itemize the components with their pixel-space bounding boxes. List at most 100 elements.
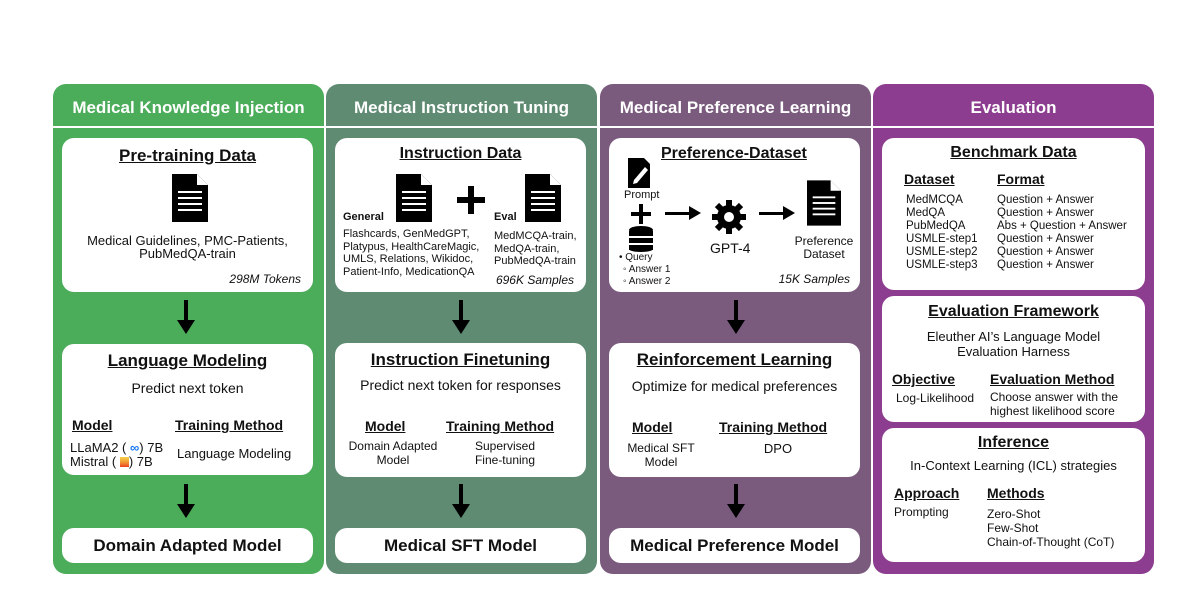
card-title: Instruction Data: [399, 145, 522, 162]
evaluation-method-header: Evaluation Method: [990, 371, 1115, 387]
training-method-value: Language Modeling: [177, 446, 292, 461]
training-method-header: Training Method: [446, 418, 555, 434]
divider: [600, 126, 871, 128]
card-title: Reinforcement Learning: [636, 350, 833, 369]
method-item: Zero-Shot: [987, 507, 1041, 521]
source-line: Flashcards, GenMedGPT,: [343, 228, 470, 240]
edit-document-icon: [628, 158, 650, 188]
dataset-cell: USMLE-step1: [906, 233, 978, 245]
divider: [326, 126, 597, 128]
preference-dataset-card: Preference-Dataset Prompt • Query ◦ Answ…: [609, 138, 860, 292]
training-method-value: DPO: [763, 441, 793, 456]
approach-header: Approach: [894, 485, 960, 501]
label-line: Dataset: [803, 247, 845, 261]
column-title: Medical Instruction Tuning: [353, 98, 569, 117]
training-method-value: Supervised Fine-tuning: [453, 439, 557, 467]
source-line: MedQA-train,: [494, 242, 560, 255]
output-model: Medical Preference Model: [630, 536, 839, 555]
card-subtitle: Optimize for medical preferences: [631, 378, 838, 394]
instruction-data-card: Instruction Data General Eval Flashcards…: [335, 138, 586, 292]
evaluation-method-value: Choose answer with the highest likelihoo…: [990, 390, 1119, 418]
right-arrow-icon: [759, 206, 795, 220]
card-subtitle: Predict next token for responses: [360, 377, 561, 393]
pretraining-data-card: Pre-training Data Medical Guidelines, PM…: [62, 138, 313, 292]
plus-icon: [457, 186, 485, 214]
dataset-cell: USMLE-step2: [906, 246, 978, 258]
source-line: Platypus, HealthCareMagic,: [343, 240, 480, 253]
gpt-label: GPT-4: [710, 240, 751, 256]
model-llama: LLaMA2 ( ∞) 7B: [70, 440, 164, 455]
column-knowledge-injection: Medical Knowledge Injection Pre-training…: [53, 84, 324, 574]
down-arrow-icon: [177, 484, 195, 518]
dataset-cell: PubMedQA: [906, 220, 966, 232]
source-line: MedMCQA-train,: [494, 230, 577, 242]
document-icon: [525, 174, 561, 222]
dataset-cell: MedQA: [906, 207, 945, 219]
approach-value: Prompting: [894, 505, 949, 519]
inference-card: Inference In-Context Learning (ICL) stra…: [882, 428, 1145, 562]
output-model-card: Medical SFT Model: [335, 528, 586, 563]
model-size: 7B: [147, 440, 164, 455]
source-line: PubMedQA-train: [494, 255, 576, 267]
down-arrow-icon: [727, 300, 745, 334]
reinforcement-learning-card: Reinforcement Learning Optimize for medi…: [609, 343, 860, 477]
framework-name: Eleuther AI’s Language Model: [926, 329, 1101, 344]
divider: [873, 126, 1154, 128]
dataset-cell: USMLE-step3: [906, 259, 978, 271]
model-value: Medical SFT Model: [611, 441, 711, 469]
instruction-finetuning-card: Instruction Finetuning Predict next toke…: [335, 343, 586, 477]
language-modeling-card: Language Modeling Predict next token Mod…: [62, 344, 313, 475]
gear-icon: [712, 200, 746, 234]
format-header: Format: [997, 171, 1045, 187]
evaluation-framework-card: Evaluation Framework Eleuther AI’s Langu…: [882, 296, 1145, 422]
column-evaluation: Evaluation Benchmark Data Dataset Format…: [873, 84, 1154, 574]
prompt-label: Prompt: [624, 189, 660, 201]
model-name: Mistral (: [70, 454, 117, 469]
objective-header: Objective: [892, 371, 956, 387]
query-list: • Query ◦ Answer 1 ◦ Answer 2: [619, 252, 670, 288]
card-title: Language Modeling: [107, 351, 268, 370]
card-title: Pre-training Data: [119, 146, 256, 165]
list-item: • Query: [619, 252, 653, 263]
divider: [53, 126, 324, 128]
output-model-card: Medical Preference Model: [609, 528, 860, 563]
data-sources: PubMedQA-train: [139, 246, 236, 261]
output-model: Domain Adapted Model: [93, 536, 282, 555]
label-line: Preference: [794, 234, 854, 248]
model-line: Medical SFT: [627, 441, 695, 455]
column-preference-learning: Medical Preference Learning Preference-D…: [600, 84, 871, 574]
sample-count: 15K Samples: [778, 272, 850, 286]
output-model: Medical SFT Model: [383, 536, 538, 555]
dataset-cell: MedMCQA: [906, 194, 963, 206]
model-line: Model: [644, 455, 678, 469]
sample-count: 696K Samples: [495, 273, 574, 287]
method-line: Choose answer with the: [990, 390, 1119, 404]
method-item: Chain-of-Thought (CoT): [987, 535, 1115, 549]
list-item: ◦ Answer 1: [623, 264, 671, 275]
training-method-header: Training Method: [719, 419, 828, 435]
model-size: 7B: [136, 454, 153, 469]
document-icon: [396, 174, 432, 222]
model-name: LLaMA2 (: [70, 440, 127, 455]
meta-logo-icon: ∞: [130, 440, 140, 455]
card-title: Evaluation Framework: [928, 303, 1099, 320]
right-arrow-icon: [665, 206, 701, 220]
format-cell: Abs + Question + Answer: [997, 220, 1127, 232]
source-line: Patient-Info, MedicationQA: [343, 265, 475, 278]
document-icon: [172, 174, 208, 222]
answer-label: Answer 1: [628, 264, 671, 275]
methods-list: Zero-Shot Few-Shot Chain-of-Thought (CoT…: [987, 507, 1114, 549]
model-header: Model: [365, 418, 406, 434]
model-line: Domain Adapted: [348, 439, 438, 453]
methods-header: Methods: [987, 485, 1045, 501]
model-header: Model: [632, 419, 673, 435]
card-subtitle: Predict next token: [131, 380, 244, 396]
list-item: ◦ Answer 2: [623, 276, 671, 287]
mistral-logo-icon: [119, 457, 129, 467]
eval-sources: MedMCQA-train, MedQA-train, PubMedQA-tra…: [494, 230, 577, 268]
